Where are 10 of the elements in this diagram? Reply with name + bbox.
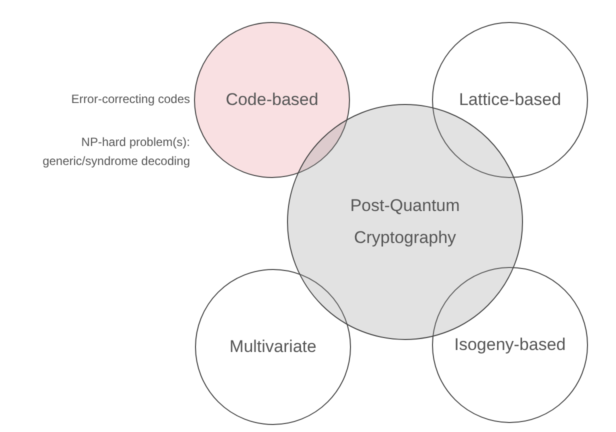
side-note: Error-correcting codes: [70, 91, 190, 108]
circle-label: Isogeny-based: [454, 335, 566, 354]
circle-label: Lattice-based: [458, 90, 562, 109]
side-note: NP-hard problem(s): generic/syndrome decoding: [42, 134, 190, 170]
circle-label: Multivariate: [230, 337, 316, 356]
circle-label: Code-based: [226, 90, 318, 109]
circle: [432, 267, 588, 423]
circle: [432, 22, 588, 178]
circle-label: Post-Quantum Cryptography: [350, 196, 460, 247]
circle: [195, 269, 351, 425]
